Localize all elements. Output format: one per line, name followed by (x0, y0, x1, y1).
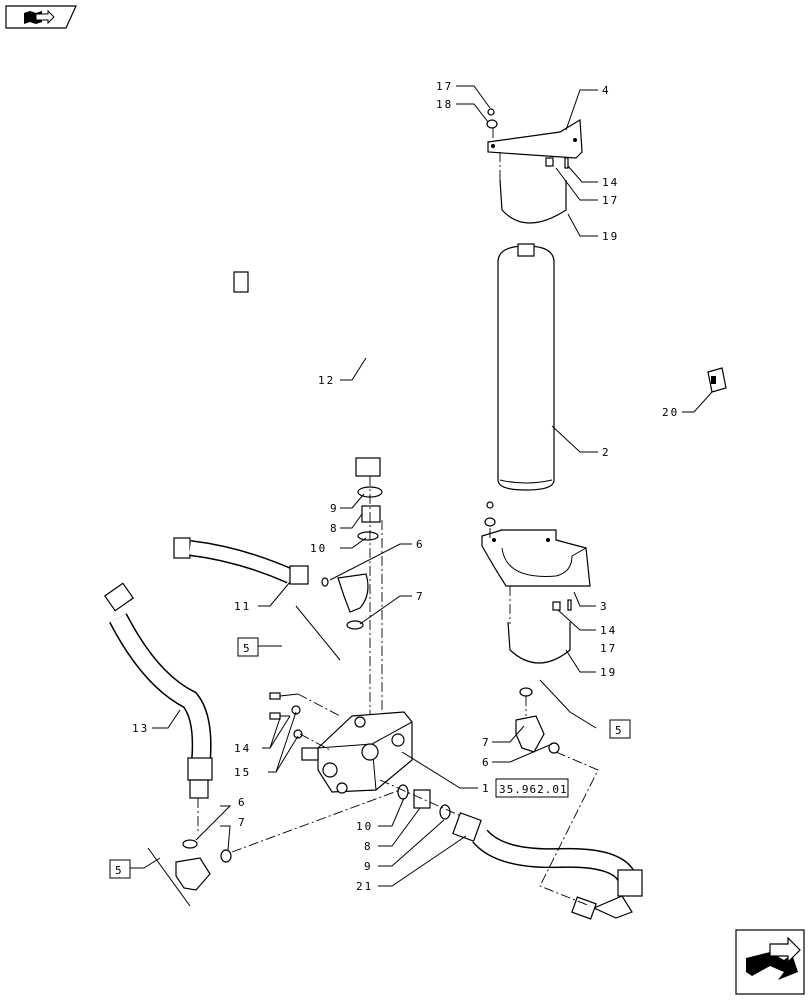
label-20: 20 (662, 406, 679, 419)
elbow-fitting-upper (337, 573, 369, 630)
label-6: 6 (482, 756, 491, 769)
leader-lines (130, 85, 713, 907)
label-6: 6 (238, 796, 247, 809)
callout-labels: 17 18 4 14 17 19 2 12 9 8 10 6 7 11 3 14… (132, 80, 679, 893)
fitting-stack (357, 476, 383, 760)
label-14: 14 (234, 742, 251, 755)
label-11: 11 (234, 600, 251, 613)
label-9: 9 (330, 502, 339, 515)
book-arrow-icon[interactable] (5, 5, 77, 29)
label-17: 17 (600, 642, 617, 655)
svg-text:5: 5 (243, 642, 252, 655)
label-7: 7 (416, 590, 425, 603)
label-14: 14 (602, 176, 619, 189)
hose-13 (103, 582, 213, 832)
label-3: 3 (600, 600, 609, 613)
label-7: 7 (482, 736, 491, 749)
hose-11 (173, 537, 329, 587)
label-8: 8 (330, 522, 339, 535)
clip-part-20 (707, 367, 727, 393)
accumulator (497, 243, 555, 491)
steel-pipe-12 (233, 224, 381, 477)
label-2: 2 (602, 446, 611, 459)
elbow-fitting-lower (175, 789, 401, 891)
fitting-stack-lower (379, 779, 471, 821)
label-19: 19 (600, 666, 617, 679)
label-18: 18 (436, 98, 453, 111)
ref-box-5-right[interactable]: 5 (609, 719, 631, 739)
label-14: 14 (600, 624, 617, 637)
label-4: 4 (602, 84, 611, 97)
svg-text:5: 5 (615, 724, 624, 737)
label-15: 15 (234, 766, 251, 779)
label-10: 10 (310, 542, 327, 555)
label-21: 21 (356, 880, 373, 893)
svg-text:35.962.01: 35.962.01 (499, 783, 568, 796)
elbow-fitting-right (515, 687, 560, 754)
hose-21 (452, 812, 643, 920)
label-17: 17 (602, 194, 619, 207)
valve-block (269, 692, 413, 794)
section-reference-link[interactable]: 35.962.01 (495, 778, 569, 798)
label-19: 19 (602, 230, 619, 243)
lower-bracket (481, 501, 591, 664)
label-13: 13 (132, 722, 149, 735)
label-10: 10 (356, 820, 373, 833)
label-12: 12 (318, 374, 335, 387)
ref-box-5-lower[interactable]: 5 (109, 859, 131, 879)
label-1: 1 (482, 782, 491, 795)
label-9: 9 (364, 860, 373, 873)
label-17: 17 (436, 80, 453, 93)
svg-text:5: 5 (115, 864, 124, 877)
next-page-arrow-icon[interactable] (735, 929, 805, 995)
upper-bracket (486, 108, 583, 224)
label-6: 6 (416, 538, 425, 551)
ref-box-5-upper[interactable]: 5 (237, 637, 259, 657)
label-7: 7 (238, 816, 247, 829)
label-8: 8 (364, 840, 373, 853)
